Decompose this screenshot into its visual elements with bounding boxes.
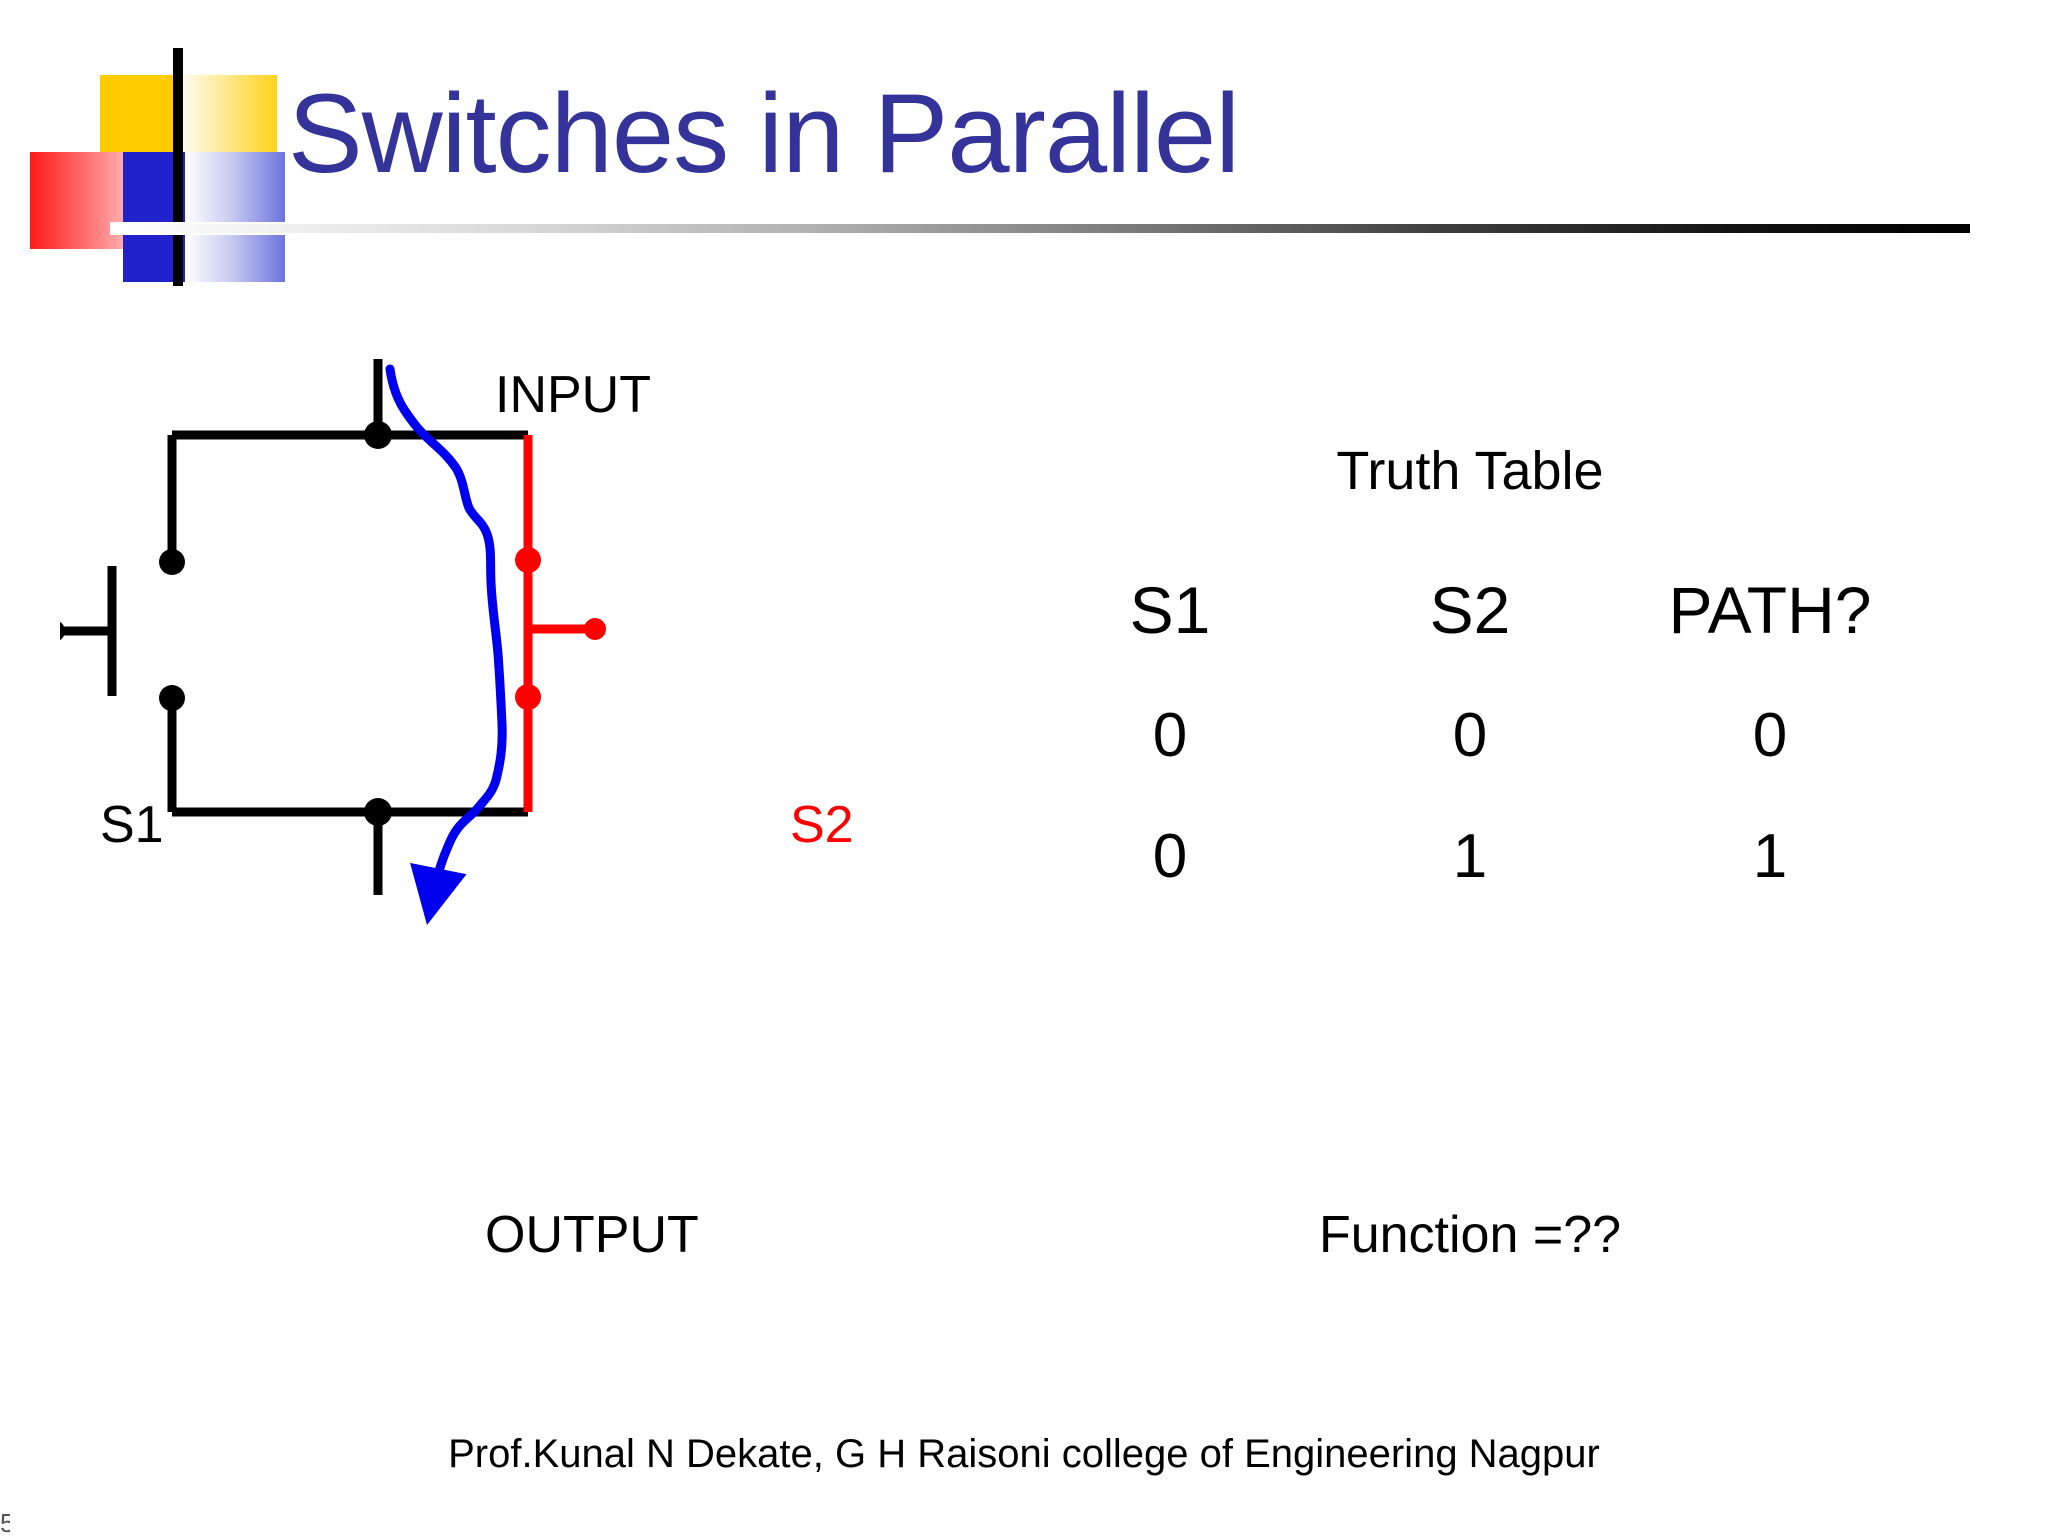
cell-path: 1	[1752, 822, 1788, 891]
column-header-s2: S2	[1429, 573, 1511, 647]
truth-table-title: Truth Table	[1336, 441, 1604, 501]
switch1-terminal-bottom	[159, 685, 185, 711]
logo-vertical-bar	[173, 48, 183, 286]
title-divider	[110, 224, 1970, 233]
table-header-row: S1 S2 PATH?	[1020, 572, 1920, 700]
switch2-terminal-bottom	[515, 684, 541, 710]
switch1-lead-terminal	[60, 621, 65, 641]
truth-table-block: Truth Table S1 S2 PATH? 0 0 0 0 1 1	[1020, 440, 1920, 942]
current-path-annotation	[385, 364, 507, 926]
output-junction-node	[364, 798, 392, 826]
switch1-terminal-top	[159, 549, 185, 575]
cell-s1: 0	[1152, 822, 1188, 891]
footer-credit: Prof.Kunal N Dekate, G H Raisoni college…	[448, 1432, 1600, 1476]
table-row: 0 0 0	[1020, 700, 1920, 821]
switch2-lead-terminal	[584, 618, 606, 640]
cell-path: 0	[1752, 701, 1788, 770]
input-junction-node	[364, 421, 392, 449]
circuit-schematic	[60, 359, 606, 926]
column-header-s1: S1	[1129, 573, 1211, 647]
output-label: OUTPUT	[485, 1206, 699, 1264]
page-title: Switches in Parallel	[288, 71, 1240, 196]
input-label: INPUT	[495, 366, 651, 424]
cell-s2: 1	[1452, 822, 1488, 891]
function-question: Function =??	[1318, 1206, 1622, 1264]
logo-blue-gradient-square	[185, 152, 285, 282]
cell-s2: 0	[1452, 701, 1488, 770]
truth-table: S1 S2 PATH? 0 0 0 0 1 1	[1020, 572, 1920, 942]
switch2-terminal-top	[515, 547, 541, 573]
cell-s1: 0	[1152, 701, 1188, 770]
page-number: 5	[0, 1508, 10, 1536]
column-header-path: PATH?	[1668, 573, 1872, 647]
switch2-label: S2	[790, 796, 854, 854]
switch1-label: S1	[100, 796, 164, 854]
table-row: 0 1 1	[1020, 821, 1920, 942]
circuit-diagram	[60, 350, 940, 1070]
